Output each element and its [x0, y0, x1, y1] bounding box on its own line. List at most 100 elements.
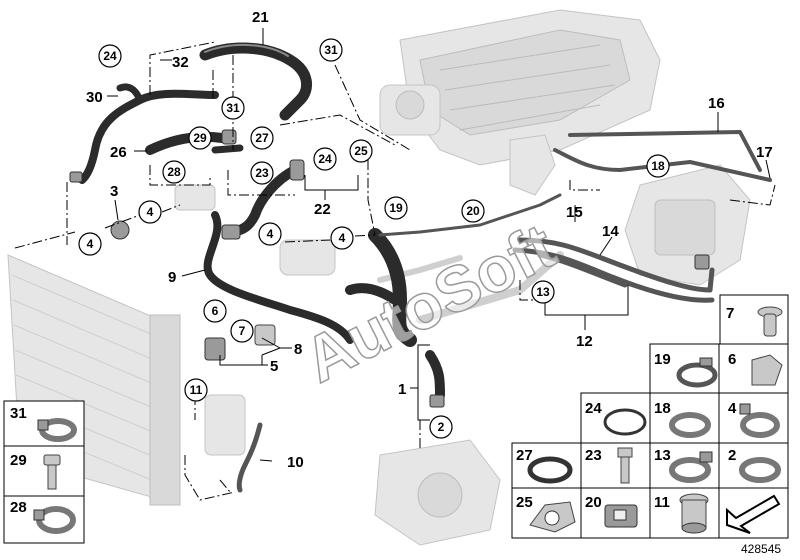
gasket-25-icon: [529, 501, 576, 533]
callout-31-mid: 31: [221, 96, 245, 120]
grid-label-24: 24: [585, 400, 602, 417]
line-19-20: [378, 193, 562, 237]
grid-label-28: 28: [10, 499, 27, 516]
callout-31-top: 31: [319, 38, 343, 62]
label-21: 21: [252, 9, 269, 26]
label-22: 22: [314, 201, 331, 218]
svg-text:31: 31: [226, 101, 240, 115]
grid-label-20: 20: [585, 494, 602, 511]
bolt-7-icon: [757, 306, 783, 337]
label-12: 12: [576, 333, 593, 350]
label-5: 5: [270, 358, 278, 375]
label-15: 15: [566, 204, 583, 221]
callout-20: 20: [461, 199, 485, 223]
callout-11: 11: [184, 378, 208, 402]
parts-grid-left: 31 29 28: [3, 400, 85, 544]
ring-24-icon: [603, 408, 647, 436]
callout-18: 18: [646, 154, 670, 178]
grid-label-7: 7: [726, 305, 734, 322]
grid-label-19: 19: [654, 351, 671, 368]
callout-labels: 21 32 30 26 3 22 9 8 5 1 10 12 14 15 16 …: [86, 9, 773, 471]
label-32: 32: [172, 54, 189, 71]
bolt-29-icon: [43, 454, 61, 490]
label-10: 10: [287, 454, 304, 471]
hose-10: [236, 422, 263, 493]
svg-text:13: 13: [536, 285, 550, 299]
clamp-28-icon: [33, 506, 76, 534]
callout-2: 2: [429, 415, 453, 439]
clamp-4-icon: [739, 403, 780, 438]
label-17: 17: [756, 144, 773, 161]
svg-text:4: 4: [147, 205, 154, 219]
callout-29: 29: [188, 126, 212, 150]
grid-label-13: 13: [654, 447, 671, 464]
grid-label-2: 2: [728, 447, 736, 464]
callout-24-top: 24: [98, 44, 122, 68]
pipe-14: [512, 237, 715, 303]
hose-29-area: [211, 144, 244, 154]
svg-text:24: 24: [318, 152, 332, 166]
hose-23: [235, 165, 300, 235]
callout-6: 6: [203, 299, 227, 323]
hose-1: [425, 350, 445, 400]
connector-20-icon: [604, 504, 638, 528]
callout-4-d: 4: [330, 226, 354, 250]
grid-label-4: 4: [728, 400, 737, 417]
label-9: 9: [168, 269, 176, 286]
clamp-19-icon: [676, 357, 718, 388]
svg-text:4: 4: [87, 237, 94, 251]
label-14: 14: [602, 223, 619, 240]
aux-pump-ghost: [174, 184, 336, 276]
callout-4-a: 4: [138, 200, 162, 224]
circled-callouts: 24 31 31 29 27 28 23 24 25 4 4 4 4 19 20…: [78, 38, 670, 439]
svg-text:2: 2: [438, 420, 445, 434]
hose-21: [199, 42, 312, 121]
pipe-16: [553, 130, 772, 182]
svg-text:23: 23: [255, 166, 269, 180]
grid-label-31: 31: [10, 405, 27, 422]
clamp-18-icon: [669, 412, 711, 438]
callout-19: 19: [384, 196, 408, 220]
svg-text:28: 28: [167, 165, 181, 179]
clip-6-icon: [751, 354, 783, 386]
grid-label-11: 11: [654, 494, 670, 511]
grid-label-25: 25: [516, 494, 533, 511]
svg-text:18: 18: [651, 159, 665, 173]
label-1: 1: [398, 381, 406, 398]
callout-24-mid: 24: [313, 147, 337, 171]
thermostat-ghost: [509, 134, 556, 196]
label-3: 3: [110, 183, 118, 200]
expansion-tank-ghost: [379, 84, 441, 136]
water-pump-ghost: [374, 439, 501, 546]
svg-text:24: 24: [103, 49, 117, 63]
svg-text:19: 19: [389, 201, 403, 215]
svg-text:7: 7: [239, 324, 246, 338]
hose-9: [203, 211, 354, 344]
label-26: 26: [110, 144, 127, 161]
svg-text:4: 4: [339, 231, 346, 245]
fittings: [69, 129, 710, 408]
svg-text:6: 6: [212, 304, 219, 318]
svg-text:25: 25: [354, 144, 368, 158]
coolant-reservoir-ghost: [204, 394, 246, 456]
heater-core-ghost: [624, 164, 751, 286]
clamp-13-icon: [669, 451, 713, 483]
svg-text:29: 29: [193, 131, 207, 145]
callout-4-b: 4: [78, 232, 102, 256]
leader-lines: [107, 28, 771, 462]
callout-28: 28: [162, 160, 186, 184]
bolt-23-icon: [617, 447, 633, 484]
grid-label-23: 23: [585, 447, 602, 464]
hose-main-center: [345, 228, 417, 347]
callout-25: 25: [349, 139, 373, 163]
callout-23: 23: [250, 161, 274, 185]
label-16: 16: [708, 95, 725, 112]
svg-text:31: 31: [324, 43, 338, 57]
callout-7: 7: [230, 319, 254, 343]
parts-grid-right: 7 19 6 24 18 4 27 23 13 2 25 20 11: [511, 294, 789, 539]
seal-27-icon: [527, 456, 573, 484]
svg-text:4: 4: [267, 227, 274, 241]
label-30: 30: [86, 89, 103, 106]
label-8: 8: [294, 341, 302, 358]
